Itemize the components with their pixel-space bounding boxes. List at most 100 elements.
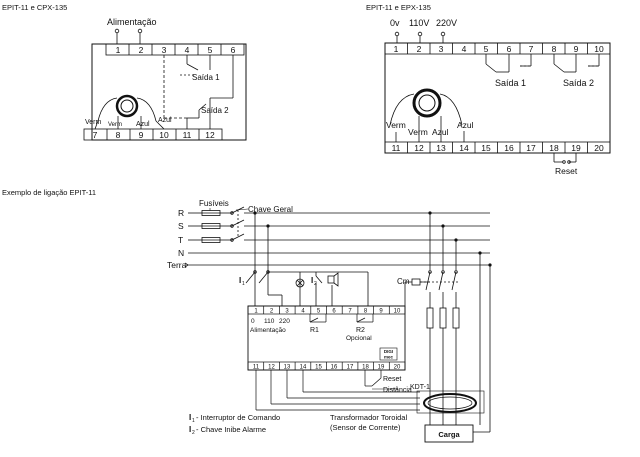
top-right-toroid [389, 88, 465, 142]
phase-label: S [178, 221, 184, 231]
terminal-number: 20 [594, 143, 604, 153]
wire-label: Azul [136, 121, 150, 128]
top-left-bottom-terminal-strip [83, 128, 223, 141]
terminal-number: 10 [594, 44, 604, 54]
i2-symbol: I [311, 276, 313, 285]
terminal-number: 1 [254, 309, 258, 315]
contactor-label: Cm [397, 277, 410, 286]
terminal-number: 1 [116, 45, 121, 55]
phase-label: R [178, 208, 184, 218]
power-label: Alimentação [250, 327, 286, 334]
terminal-number: 3 [162, 45, 167, 55]
terminal-number: 19 [378, 365, 385, 371]
output1-label: Saída 1 [192, 73, 220, 82]
output2-label: Saída 2 [201, 106, 229, 115]
load-label: Carga [438, 430, 460, 439]
voltage-label: 0v [390, 18, 400, 28]
legend-i2-subscript: 2 [192, 430, 195, 436]
terminal-number: 4 [462, 44, 467, 54]
terminal-number: 18 [362, 365, 369, 371]
reset-label: Reset [555, 166, 578, 176]
terminal-number: 13 [284, 365, 291, 371]
toroid-sensor [423, 393, 477, 413]
terminal-number: 7 [529, 44, 534, 54]
top-left-top-terminal-numbers: 1 2 3 4 5 6 [116, 45, 236, 55]
top-right-output-contacts [485, 54, 600, 73]
contactor-coil [411, 278, 421, 286]
toroid-sensor-inner [427, 396, 473, 410]
terminal-number: 1 [394, 44, 399, 54]
terminal-number: 11 [253, 365, 260, 371]
inhibit-switch-icon [315, 272, 323, 284]
reset-switch-icon [364, 370, 382, 387]
relay-module-top-numbers: 1 2 3 4 5 6 7 8 9 10 [254, 309, 401, 315]
top-right-bottom-terminal-strip [384, 141, 611, 154]
terminal-number: 3 [439, 44, 444, 54]
voltage-pins [394, 31, 446, 43]
power-buses [184, 212, 490, 268]
load-box [424, 424, 474, 443]
relay-module-internal-contacts [309, 314, 374, 323]
terminal-number: 15 [315, 365, 322, 371]
fuse-icons [201, 210, 221, 243]
legend-i2-symbol: I [189, 425, 191, 434]
top-left-top-terminal-strip [105, 43, 245, 56]
terminal-number: 14 [459, 143, 469, 153]
lamp-icon [295, 278, 305, 288]
phase-label: Terra [167, 260, 187, 270]
relay-module-body [247, 305, 406, 371]
relay-module-bottom-numbers: 11 12 13 14 15 16 17 18 19 20 [253, 365, 401, 371]
legend-inhibit-switch: - Chave Inibe Alarme [196, 425, 266, 434]
terminal-number: 17 [347, 365, 354, 371]
terminal-number: 17 [526, 143, 536, 153]
wire-label: Verm [408, 127, 428, 137]
terminal-number: 3 [285, 309, 289, 315]
voltage-label: 220V [436, 18, 457, 28]
terminal-number: 9 [574, 44, 579, 54]
voltage-label: 220 [279, 318, 290, 325]
control-wiring [254, 213, 430, 306]
terminal-number: 2 [417, 44, 422, 54]
top-left-title: EPIT-11 e CPX-135 [2, 3, 67, 12]
terminal-number: 5 [317, 309, 321, 315]
terminal-number: 8 [116, 130, 121, 140]
i2-subscript: 2 [314, 281, 317, 287]
optional-label: Opcional [346, 335, 372, 342]
terminal-number: 6 [332, 309, 336, 315]
terminal-number: 10 [394, 309, 401, 315]
top-right-bottom-terminal-numbers: 11 12 13 14 15 16 17 18 19 20 [392, 143, 604, 153]
top-left-toroid [94, 94, 165, 130]
terminal-number: 4 [185, 45, 190, 55]
wire-label: Verm [386, 120, 406, 130]
terminal-number: 16 [504, 143, 514, 153]
terminal-number: 19 [571, 143, 581, 153]
kdt-label: KDT-1 [410, 384, 430, 391]
voltage-label: 110V [409, 18, 429, 28]
terminal-number: 7 [93, 130, 98, 140]
output1-label: Saída 1 [495, 78, 526, 88]
voltage-label: 0 [251, 318, 255, 325]
top-right-reset-switch [553, 153, 577, 164]
wire-label: Verm [85, 119, 102, 126]
brand-logo-line1: DIGI [384, 349, 393, 354]
toroid-frame [416, 390, 485, 414]
thermal-relay-icons [426, 307, 460, 329]
reset-label: Reset [383, 376, 401, 383]
legend-command-switch: - Interruptor de Comando [196, 413, 280, 422]
legend-i1-subscript: 1 [192, 418, 195, 424]
terminal-number: 20 [394, 365, 401, 371]
terminal-number: 8 [552, 44, 557, 54]
terminal-number: 11 [392, 143, 401, 153]
brand-logo-line2: mec [384, 355, 394, 360]
wire-label: Azul [158, 117, 172, 124]
command-switch-icon [245, 270, 270, 284]
terminal-number: 8 [364, 309, 368, 315]
output2-label: Saída 2 [563, 78, 594, 88]
top-right-title: EPIT-11 e EPX-135 [366, 3, 431, 12]
main-switch-icon [230, 206, 245, 242]
top-left-output-contacts [186, 55, 234, 129]
distance-label: Distância [383, 387, 412, 394]
voltage-label: 110 [264, 318, 275, 325]
wire-label: Verm [108, 122, 122, 128]
terminal-number: 6 [507, 44, 512, 54]
